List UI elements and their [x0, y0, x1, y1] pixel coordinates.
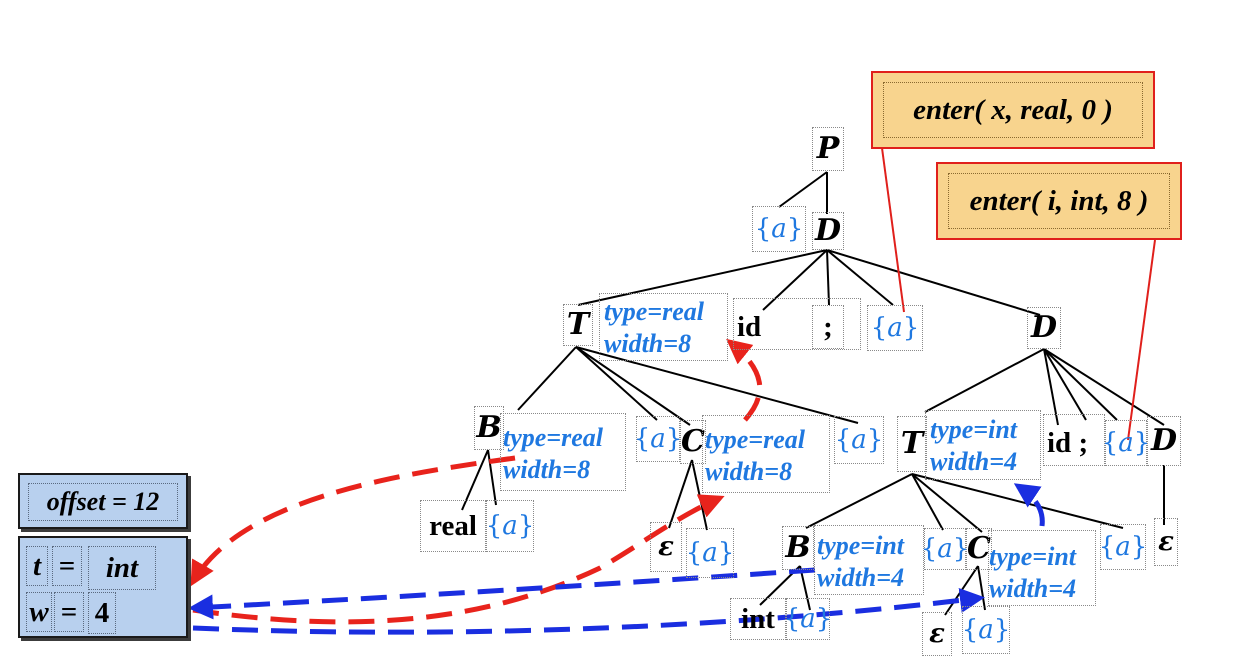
token-real: real	[420, 500, 486, 552]
node-c-right: C	[966, 528, 992, 570]
type-width-panel: t = int w = 4	[18, 536, 188, 638]
action-c-left-child: {a}	[686, 528, 734, 578]
epsilon-c-right: ε	[922, 612, 952, 656]
token-id-top: id	[733, 298, 861, 350]
callout-pointers	[881, 147, 1156, 441]
arrow-blue-c-to-t	[1013, 483, 1045, 527]
callout-enter-i: enter( i, int, 8 )	[936, 162, 1182, 240]
offset-value: offset = 12	[28, 483, 178, 521]
action-d-right: {a}	[1102, 420, 1150, 466]
arrow-red-c-to-t	[726, 338, 763, 422]
action-int: {a}	[784, 598, 832, 640]
callout-enter-x-text: enter( x, real, 0 )	[883, 82, 1143, 138]
w-equals: =	[54, 592, 84, 632]
arrow-blue-b-to-panel	[188, 567, 816, 620]
action-c-right: {a}	[1099, 524, 1147, 570]
action-top-right: {a}	[867, 305, 923, 351]
node-p: P	[812, 127, 844, 171]
w-value: 4	[88, 592, 116, 634]
token-semicolon-top: ;	[812, 305, 844, 349]
tree-edges	[461, 171, 1165, 616]
token-semicolon-right: ;	[1078, 427, 1089, 459]
token-int: int	[730, 598, 786, 640]
arrow-red-b-to-panel	[190, 455, 516, 587]
t-equals: =	[52, 546, 82, 586]
token-id-right: id ;	[1043, 414, 1105, 466]
node-d-inner: D	[1147, 416, 1181, 466]
node-d-top: D	[812, 212, 844, 250]
arrow-red-panel-to-c	[192, 494, 725, 625]
action-c-left: {a}	[834, 416, 884, 464]
token-id-right-text: id	[1047, 427, 1072, 459]
w-label: w	[26, 592, 52, 632]
node-d-right: D	[1027, 307, 1061, 349]
dependency-arrows	[188, 338, 1045, 635]
callout-enter-i-text: enter( i, int, 8 )	[948, 173, 1170, 229]
callout-enter-x: enter( x, real, 0 )	[871, 71, 1155, 149]
epsilon-c-left: ε	[650, 522, 682, 572]
node-t-left: T	[563, 304, 593, 346]
action-b-right: {a}	[921, 528, 969, 570]
node-t-right: T	[897, 416, 927, 472]
epsilon-d-inner: ε	[1154, 518, 1178, 566]
t-label: t	[26, 546, 48, 586]
arrow-blue-panel-to-c	[192, 588, 985, 635]
node-c-left: C	[680, 420, 706, 464]
node-b-left: B	[474, 406, 504, 450]
action-real: {a}	[486, 500, 534, 552]
action-c-right-child: {a}	[962, 606, 1010, 654]
t-value: int	[88, 546, 156, 590]
action-top: {a}	[752, 206, 806, 252]
offset-panel: offset = 12	[18, 473, 188, 529]
node-b-right: B	[782, 526, 814, 570]
action-b-left: {a}	[634, 416, 682, 462]
